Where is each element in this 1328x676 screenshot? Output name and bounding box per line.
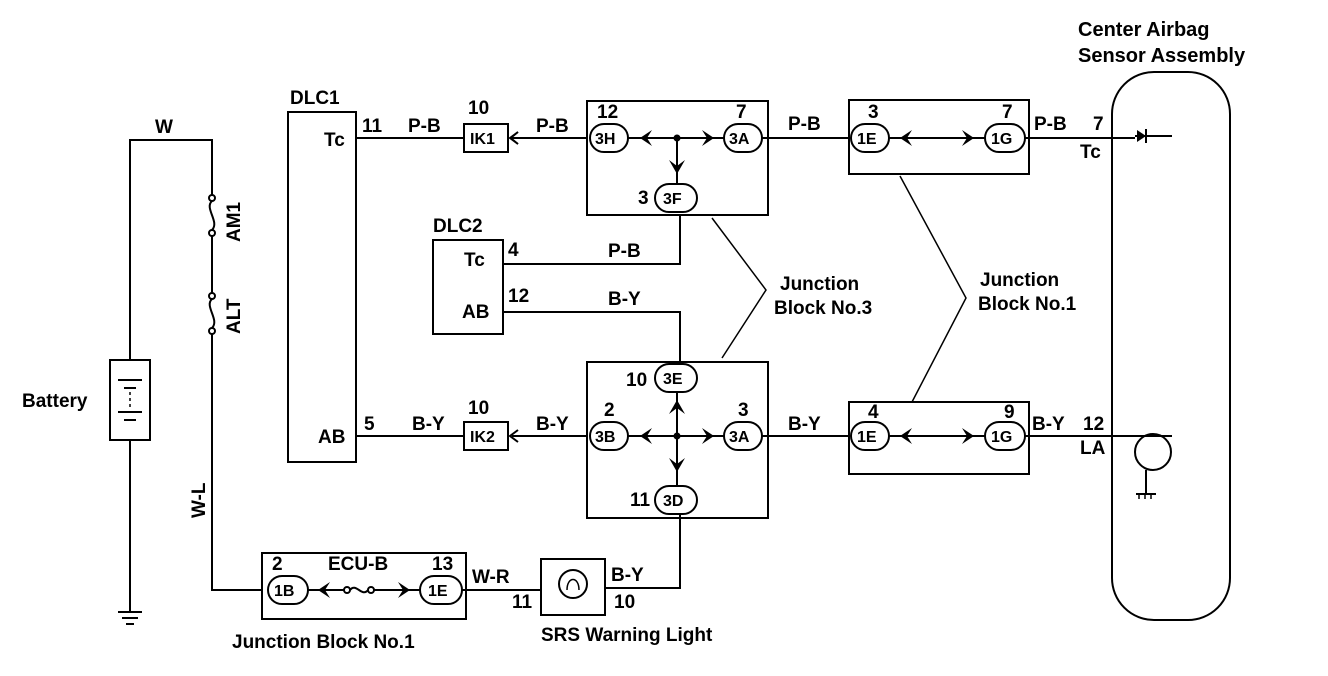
fuse-am1-label: AM1 — [224, 201, 245, 242]
jb1-lower-1b-pin: 2 — [272, 554, 283, 575]
jb3-label-line1: Junction — [780, 274, 859, 295]
jb1-label-line1: Junction — [980, 270, 1059, 291]
wire-label-w: W — [155, 117, 173, 138]
wire-w — [129, 139, 213, 360]
dlc1-ab-pin: 5 — [364, 414, 375, 435]
connector-1e-top-label: 1E — [857, 131, 877, 148]
airbag-sensor-tc-label: Tc — [1080, 142, 1101, 163]
connector-1e-lower-label: 1E — [428, 583, 448, 600]
jb3-bottom-3a-pin: 3 — [738, 400, 749, 421]
srs-light-pin-out: 10 — [614, 592, 635, 613]
dlc2-ab-label: AB — [462, 302, 489, 323]
airbag-sensor-tc-pin: 7 — [1093, 114, 1104, 135]
wire-label-by-4: B-Y — [788, 414, 821, 435]
connector-1b-label: 1B — [274, 583, 294, 600]
battery-label: Battery — [22, 391, 88, 412]
connector-ik2 — [463, 421, 509, 451]
ik1-pin: 10 — [468, 98, 489, 119]
wire-w-l — [211, 334, 268, 591]
jb1-top-1e-pin: 3 — [868, 102, 879, 123]
dlc1-tc-pin: 11 — [362, 116, 383, 137]
connector-1e-bottom-label: 1E — [857, 429, 877, 446]
jb1-lower-label: Junction Block No.1 — [232, 632, 415, 653]
wire-label-by-2: B-Y — [536, 414, 569, 435]
wire-srs-to-3d — [605, 514, 681, 589]
jb3-bottom-3d-pin: 11 — [630, 490, 651, 511]
connector-3a-bottom-label: 3A — [729, 429, 750, 446]
wire-label-pb-2: P-B — [536, 116, 569, 137]
ik2-label: IK2 — [470, 429, 495, 446]
jb1-label-line2: Block No.1 — [978, 294, 1077, 315]
wire-label-by-3: B-Y — [608, 289, 641, 310]
connector-3a-top-label: 3A — [729, 131, 750, 148]
jb1-top-1g-pin: 7 — [1002, 102, 1013, 123]
ik2-pin: 10 — [468, 398, 489, 419]
fuse-alt-label: ALT — [224, 298, 245, 334]
dlc1-ab-label: AB — [318, 427, 345, 448]
fuse-alt-icon — [208, 298, 216, 329]
jb3-bottom-3b-pin: 2 — [604, 400, 615, 421]
airbag-sensor-la-label: LA — [1080, 438, 1106, 459]
wire-label-by-1: B-Y — [412, 414, 445, 435]
connector-3f — [654, 183, 698, 213]
wire-dlc2-tc — [503, 212, 681, 265]
ecu-b-fuse-icon — [349, 586, 369, 594]
dlc1-tc-label: Tc — [324, 130, 345, 151]
wire-label-by-5: B-Y — [1032, 414, 1065, 435]
jb3-bottom-3e-pin: 10 — [626, 370, 647, 391]
jb1-lower-1e-pin: 13 — [432, 554, 453, 575]
connector-ik1 — [463, 123, 509, 153]
dlc2-box — [432, 239, 504, 335]
warning-lamp-icon — [558, 569, 588, 599]
dlc2-tc-pin: 4 — [508, 240, 519, 261]
fuse-am1-icon — [208, 200, 216, 231]
connector-3d — [654, 485, 698, 515]
wire-label-pb-4: P-B — [788, 114, 821, 135]
airbag-sensor-la-pin: 12 — [1083, 414, 1104, 435]
connector-1g-top-label: 1G — [991, 131, 1012, 148]
connector-3d-label: 3D — [663, 493, 683, 510]
airbag-sensor-title-line1: Center Airbag — [1078, 19, 1210, 41]
dlc2-title: DLC2 — [433, 216, 483, 237]
jb3-top-3h-pin: 12 — [597, 102, 618, 123]
connector-3e-label: 3E — [663, 371, 683, 388]
dlc2-tc-label: Tc — [464, 250, 485, 271]
jb3-label-line2: Block No.3 — [774, 298, 872, 319]
wire-label-w-r: W-R — [472, 567, 510, 588]
dlc1-box — [287, 111, 357, 463]
jb3-top-3f-pin: 3 — [638, 188, 649, 209]
airbag-sensor-title-line2: Sensor Assembly — [1078, 45, 1246, 67]
airbag-sensor-body — [1111, 71, 1231, 621]
wire-label-by-6: B-Y — [611, 565, 644, 586]
squib-icon — [1134, 433, 1172, 471]
connector-3b-label: 3B — [595, 429, 615, 446]
dlc2-ab-pin: 12 — [508, 286, 529, 307]
jb3-top-3a-pin: 7 — [736, 102, 747, 123]
ik1-label: IK1 — [470, 131, 495, 148]
ecu-b-fuse-label: ECU-B — [328, 554, 388, 575]
jb3-leader — [711, 217, 767, 359]
wire-dlc2-ab — [503, 311, 681, 362]
wire-label-pb-3: P-B — [608, 241, 641, 262]
srs-light-pin-in: 11 — [512, 592, 533, 613]
connector-3f-label: 3F — [663, 191, 682, 208]
wire-label-w-l: W-L — [189, 482, 210, 518]
jb1-leader — [899, 175, 967, 403]
jb1-bottom-1e-pin: 4 — [868, 402, 879, 423]
jb1-bottom-1g-pin: 9 — [1004, 402, 1015, 423]
connector-1g-bottom-label: 1G — [991, 429, 1012, 446]
wire-label-pb-1: P-B — [408, 116, 441, 137]
wire-label-pb-5: P-B — [1034, 114, 1067, 135]
connector-3h-label: 3H — [595, 131, 615, 148]
tc-diode-icon — [1137, 130, 1146, 142]
dlc1-title: DLC1 — [290, 88, 340, 109]
srs-warning-light-label: SRS Warning Light — [541, 625, 713, 646]
